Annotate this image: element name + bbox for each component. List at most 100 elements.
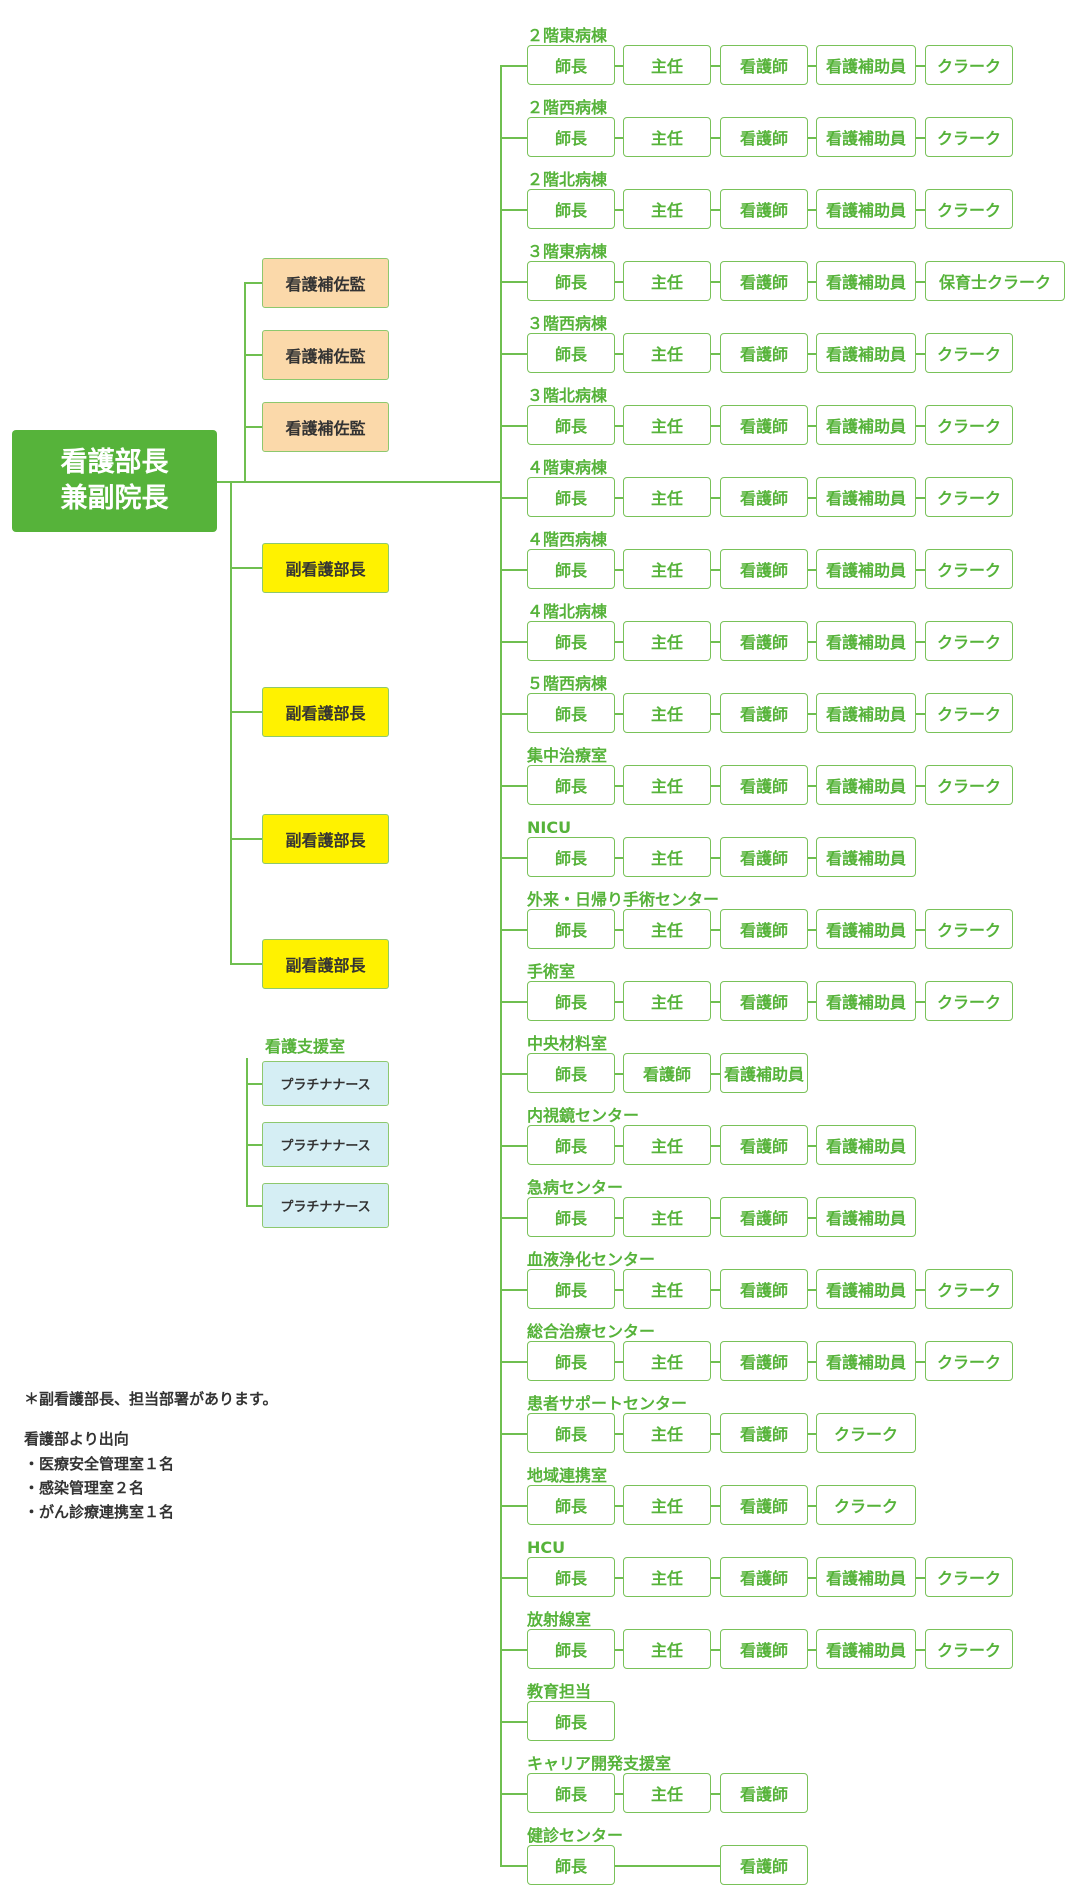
role-connector-line xyxy=(916,281,925,283)
role-box: 看護補助員 xyxy=(816,909,916,949)
role-box: 看護補助員 xyxy=(720,1053,808,1093)
role-box: 看護師 xyxy=(720,1845,808,1885)
role-box: 看護補助員 xyxy=(816,405,916,445)
role-box: 師長 xyxy=(527,1125,615,1165)
deputy-vertical-line xyxy=(230,482,232,965)
department-name-label: 放射線室 xyxy=(527,1610,592,1629)
role-box: クラーク xyxy=(816,1413,916,1453)
role-connector-line xyxy=(615,569,623,571)
role-box: 看護師 xyxy=(720,549,808,589)
role-box: 師長 xyxy=(527,1197,615,1237)
role-box: 主任 xyxy=(623,1773,711,1813)
role-connector-line xyxy=(711,1361,720,1363)
role-box: 主任 xyxy=(623,1269,711,1309)
department-name-label: ４階西病棟 xyxy=(527,530,608,549)
role-connector-line xyxy=(808,1649,816,1651)
dispatch-item: ・がん診療連携室１名 xyxy=(24,1503,175,1521)
department-name-label: 患者サポートセンター xyxy=(527,1394,688,1413)
role-connector-line xyxy=(711,497,720,499)
assistant-branch-3 xyxy=(244,426,262,428)
role-box: 看護師 xyxy=(720,477,808,517)
role-connector-line xyxy=(808,785,816,787)
role-box: クラーク xyxy=(925,1341,1013,1381)
role-box: 看護師 xyxy=(720,117,808,157)
role-box: 主任 xyxy=(623,909,711,949)
assistant-vertical-line xyxy=(244,282,246,482)
role-box: 師長 xyxy=(527,621,615,661)
department-name-label: 外来・日帰り手術センター xyxy=(527,890,720,909)
role-box: 看護師 xyxy=(720,1629,808,1669)
department-branch-line xyxy=(500,1289,527,1291)
role-connector-line xyxy=(711,1505,720,1507)
role-box: 師長 xyxy=(527,1557,615,1597)
department-branch-line xyxy=(500,281,527,283)
role-box: 保育士クラーク xyxy=(925,261,1065,301)
role-box: 師長 xyxy=(527,909,615,949)
role-connector-line xyxy=(711,137,720,139)
role-box: 主任 xyxy=(623,765,711,805)
role-box: 師長 xyxy=(527,189,615,229)
role-connector-line xyxy=(615,1505,623,1507)
role-box: 看護師 xyxy=(623,1053,711,1093)
department-name-label: HCU xyxy=(527,1538,566,1557)
role-connector-line xyxy=(808,569,816,571)
role-box: クラーク xyxy=(925,549,1013,589)
dispatch-item: ・医療安全管理室１名 xyxy=(24,1455,175,1473)
role-box: 看護師 xyxy=(720,765,808,805)
role-connector-line xyxy=(615,1577,623,1579)
role-box: 看護補助員 xyxy=(816,1341,916,1381)
role-connector-line xyxy=(615,281,623,283)
role-box: 師長 xyxy=(527,117,615,157)
role-box: 主任 xyxy=(623,1197,711,1237)
role-connector-line xyxy=(711,1073,720,1075)
root-title-line2: 兼副院長 xyxy=(60,483,169,514)
support-office-title: 看護支援室 xyxy=(265,1037,346,1056)
role-connector-line xyxy=(615,353,623,355)
role-box: クラーク xyxy=(925,189,1013,229)
role-connector-line xyxy=(808,425,816,427)
department-branch-line xyxy=(500,1433,527,1435)
deputy-director-box: 副看護部長 xyxy=(262,687,389,737)
role-connector-line xyxy=(711,641,720,643)
role-connector-line xyxy=(711,353,720,355)
role-connector-line xyxy=(808,1001,816,1003)
role-connector-line xyxy=(711,281,720,283)
role-connector-line xyxy=(808,497,816,499)
role-box: 師長 xyxy=(527,1485,615,1525)
role-box: 看護補助員 xyxy=(816,117,916,157)
department-trunk-line xyxy=(500,65,502,1866)
role-box: 看護補助員 xyxy=(816,1629,916,1669)
role-box: 看護補助員 xyxy=(816,1557,916,1597)
role-connector-line xyxy=(711,65,720,67)
role-connector-line xyxy=(711,1433,720,1435)
role-connector-line xyxy=(916,65,925,67)
role-connector-line xyxy=(711,1217,720,1219)
role-box: 師長 xyxy=(527,1773,615,1813)
department-branch-line xyxy=(500,1073,527,1075)
deputy-branch-2 xyxy=(230,711,262,713)
role-box: 看護師 xyxy=(720,693,808,733)
role-box: 看護師 xyxy=(720,621,808,661)
role-connector-line xyxy=(615,209,623,211)
role-connector-line xyxy=(808,209,816,211)
role-box: 師長 xyxy=(527,1053,615,1093)
role-box: 看護師 xyxy=(720,1125,808,1165)
role-box: クラーク xyxy=(925,981,1013,1021)
role-box: 主任 xyxy=(623,621,711,661)
role-box: 看護師 xyxy=(720,261,808,301)
role-connector-line xyxy=(711,857,720,859)
role-connector-line xyxy=(916,929,925,931)
role-connector-line xyxy=(916,209,925,211)
assistant-director-box: 看護補佐監 xyxy=(262,402,389,452)
department-name-label: 総合治療センター xyxy=(527,1322,656,1341)
role-connector-line xyxy=(808,281,816,283)
role-connector-line xyxy=(615,1073,623,1075)
role-box: 師長 xyxy=(527,837,615,877)
role-box: 主任 xyxy=(623,45,711,85)
role-box: 師長 xyxy=(527,405,615,445)
department-branch-line xyxy=(500,497,527,499)
dispatch-title: 看護部より出向 xyxy=(24,1430,129,1448)
dispatch-item: ・感染管理室２名 xyxy=(24,1479,145,1497)
department-name-label: ３階東病棟 xyxy=(527,242,608,261)
role-box: 看護補助員 xyxy=(816,837,916,877)
